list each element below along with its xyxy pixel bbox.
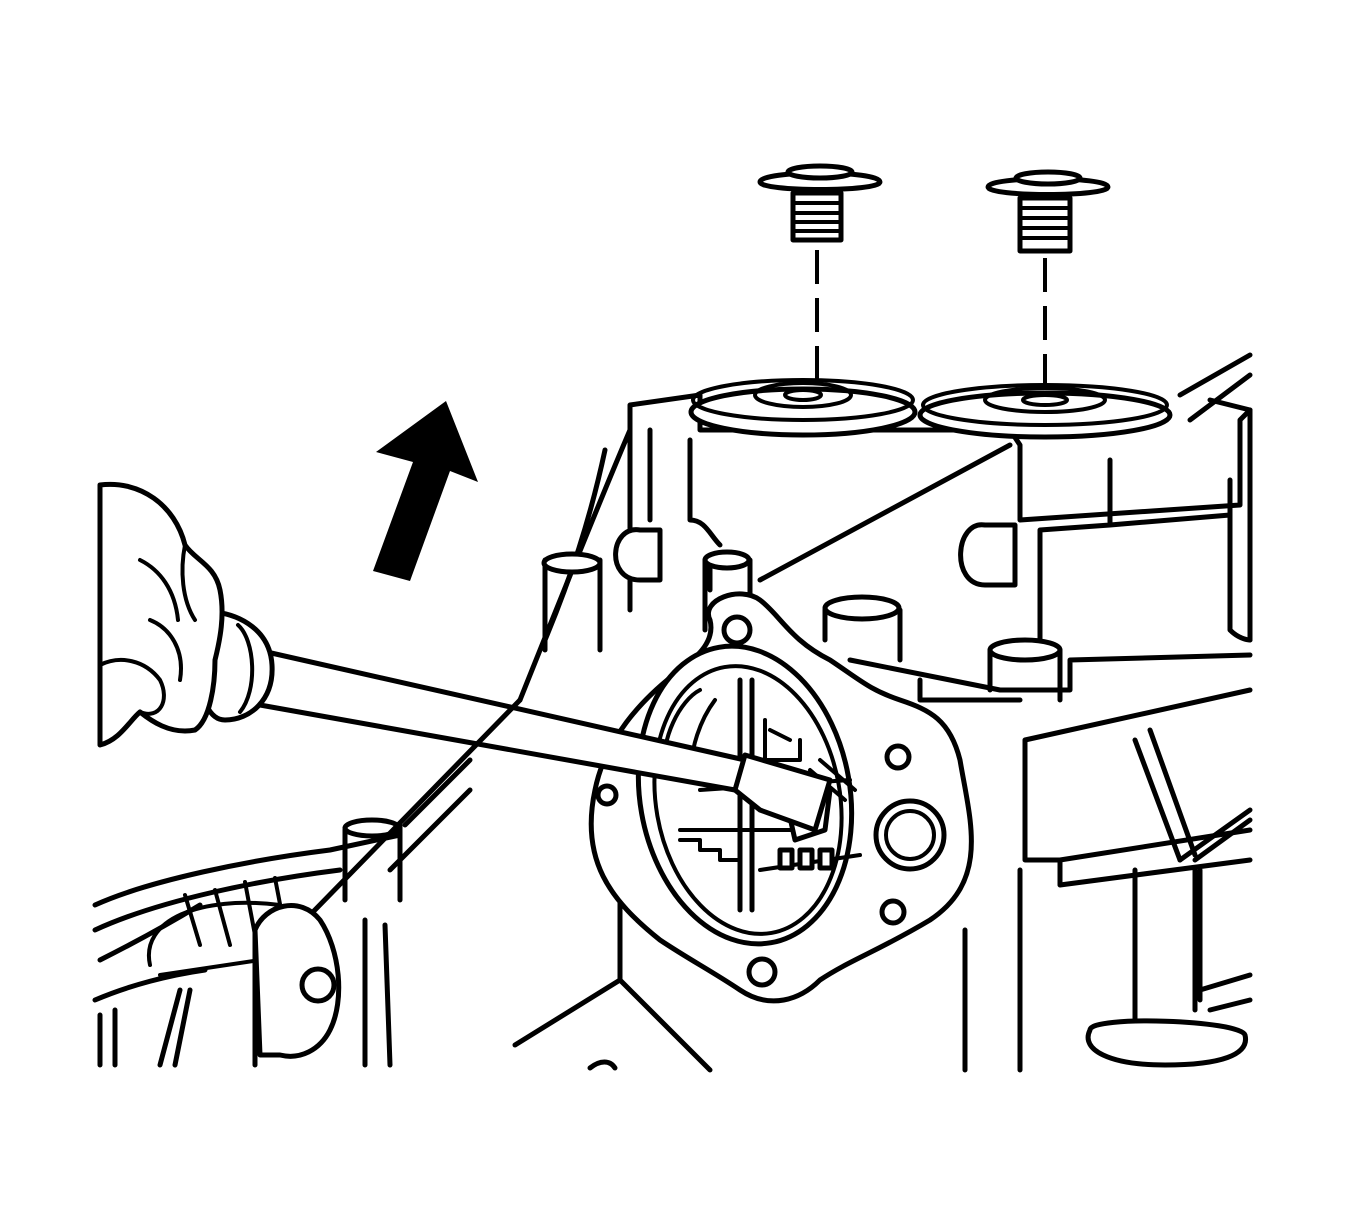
bolt-icon (985, 169, 1111, 400)
lower-left-assembly (92, 697, 523, 1068)
transmission-housing (512, 352, 1253, 1073)
bolt-icon (757, 163, 883, 393)
arrow-up-icon (373, 401, 478, 581)
hand-icon (97, 481, 225, 748)
